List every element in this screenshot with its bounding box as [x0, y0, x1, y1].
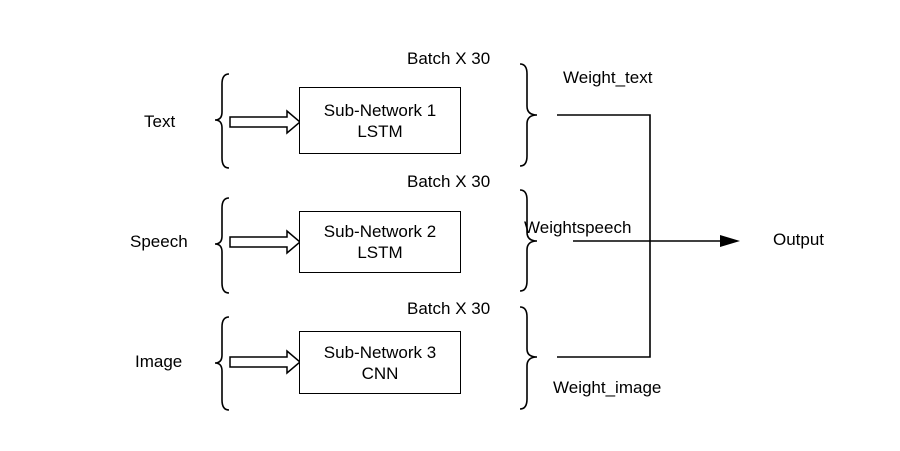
weight-label-speech: Weightspeech — [524, 218, 632, 237]
output-arrowhead — [720, 235, 740, 247]
batch-label-text: Batch X 30 — [407, 49, 491, 68]
subnetwork-1-type: LSTM — [357, 121, 403, 141]
arrow-speech-to-subnetwork — [229, 229, 302, 255]
input-label-speech: Speech — [130, 232, 188, 251]
subnetwork-3-name: Sub-Network 3 — [323, 342, 437, 362]
arrow-image-to-subnetwork — [229, 349, 302, 375]
subnetwork-2-box: Sub-Network 2 LSTM — [299, 211, 461, 273]
subnetwork-2-name: Sub-Network 2 — [323, 222, 437, 241]
subnetwork-2-type: LSTM — [357, 243, 403, 262]
subnetwork-1-name: Sub-Network 1 — [323, 100, 437, 120]
subnetwork-3-type: CNN — [361, 363, 399, 383]
connector-weight-image — [557, 241, 651, 358]
batch-label-image: Batch X 30 — [407, 299, 491, 318]
weight-label-text: Weight_text — [563, 68, 653, 87]
brace-left-text — [214, 73, 230, 169]
brace-left-image — [214, 316, 230, 411]
connector-weight-text — [557, 114, 651, 241]
input-label-text: Text — [144, 112, 176, 131]
brace-left-speech — [214, 197, 230, 294]
input-label-image: Image — [135, 352, 183, 371]
subnetwork-3-box: Sub-Network 3 CNN — [299, 331, 461, 394]
brace-right-speech — [519, 189, 538, 292]
subnetwork-1-box: Sub-Network 1 LSTM — [299, 87, 461, 154]
arrow-text-to-subnetwork — [229, 109, 302, 135]
brace-right-text — [519, 63, 538, 167]
batch-label-speech: Batch X 30 — [407, 172, 491, 191]
output-label: Output — [773, 230, 825, 249]
weight-label-image: Weight_image — [553, 378, 662, 397]
brace-right-image — [519, 306, 538, 410]
